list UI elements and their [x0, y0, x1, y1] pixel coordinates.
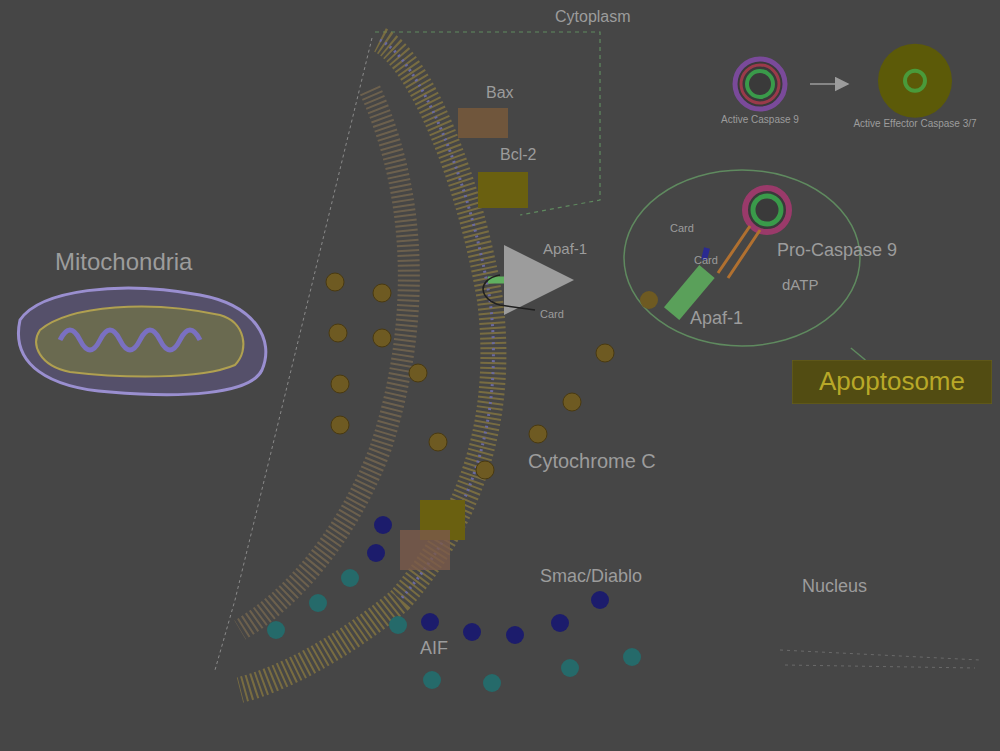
- effector-caspase-disc: Active Effector Caspase 3/7: [850, 30, 980, 132]
- mitochondrion-figure: [18, 288, 265, 395]
- node-text: Active Effector Caspase 3/7: [850, 118, 980, 130]
- part-label: Mitochondria: [55, 248, 192, 276]
- node-text: Card: [670, 222, 694, 235]
- apoptosome-box: Apoptosome: [792, 360, 992, 404]
- node-text: Pro-Caspase 9: [777, 240, 897, 261]
- node-text: Card: [694, 254, 718, 267]
- part-label: Card: [540, 308, 564, 321]
- part-label: Nucleus: [802, 576, 867, 597]
- node-text: dATP: [782, 276, 818, 293]
- node-text: Apoptosome: [819, 367, 965, 397]
- node-text: Active Caspase 9: [712, 114, 808, 126]
- part-label: Cytochrome C: [528, 450, 656, 473]
- part-label: Bcl-2: [500, 146, 536, 164]
- part-label: Apaf-1: [543, 240, 587, 257]
- connector: [851, 348, 866, 360]
- part-label: Bax: [486, 84, 514, 102]
- apoptosome-region: CardCardPro-Caspase 9dATPApaf-1: [622, 168, 862, 348]
- part-label: AIF: [420, 638, 448, 659]
- part-label: Cytoplasm: [555, 8, 631, 26]
- node-text: Apaf-1: [690, 308, 743, 329]
- part-label: Smac/Diablo: [540, 566, 642, 587]
- connector: [810, 83, 848, 85]
- caspase-ring: Active Caspase 9: [712, 52, 808, 152]
